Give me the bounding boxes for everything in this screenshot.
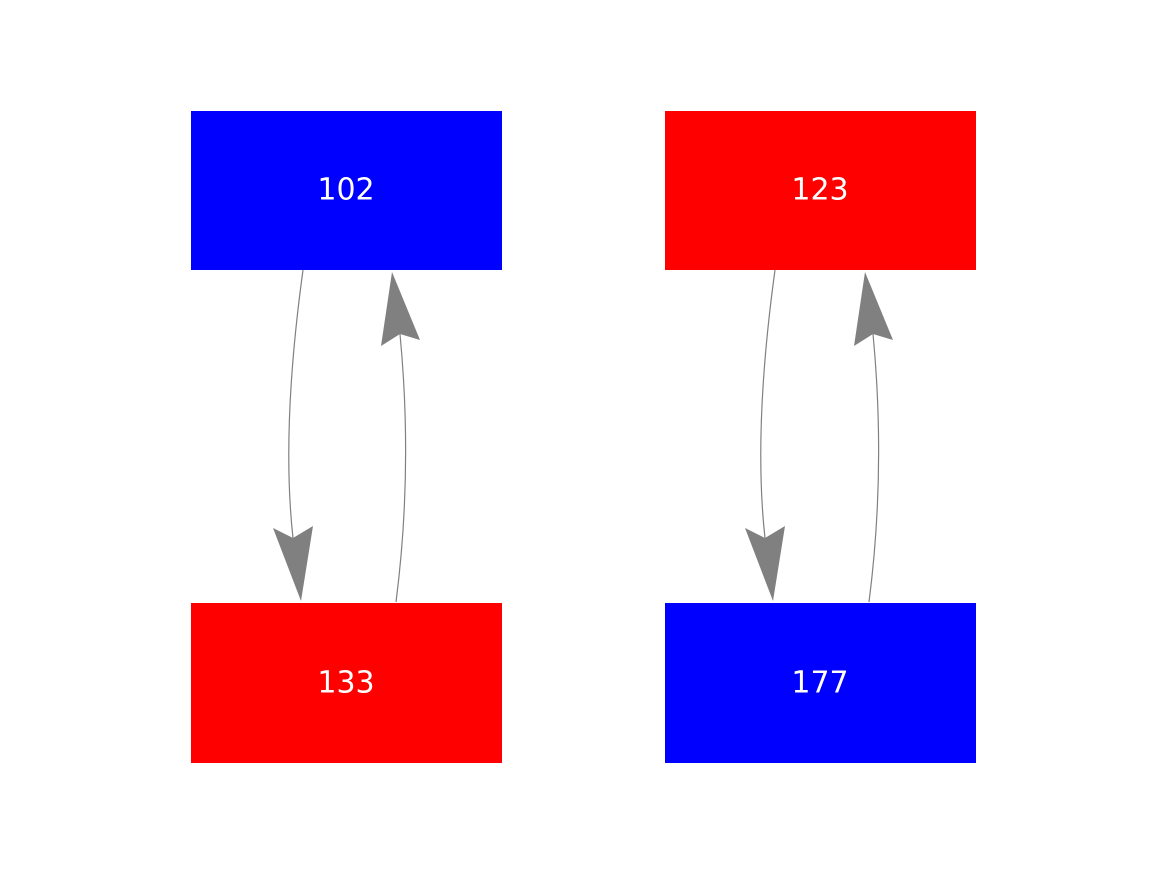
- edge-133-to-102-line: [395, 333, 407, 603]
- edge-123-to-177-arrowhead: [745, 526, 785, 601]
- node-123-label: 123: [791, 173, 848, 208]
- node-133-label: 133: [317, 666, 374, 701]
- node-133-box: [191, 603, 502, 763]
- node-123: 123: [665, 111, 976, 270]
- node-177: 177: [665, 603, 976, 763]
- edge-133-to-102: [381, 272, 420, 603]
- edge-102-to-133-arrowhead: [273, 526, 313, 601]
- node-177-label: 177: [791, 666, 848, 701]
- node-102: 102: [191, 111, 502, 270]
- edge-123-to-177-line: [760, 269, 776, 539]
- node-133: 133: [191, 603, 502, 763]
- edge-177-to-123-line: [868, 333, 880, 603]
- node-102-label: 102: [317, 173, 374, 208]
- node-123-box: [665, 111, 976, 270]
- node-177-box: [665, 603, 976, 763]
- edge-177-to-123-arrowhead: [854, 272, 893, 346]
- edge-177-to-123: [854, 272, 893, 603]
- node-102-box: [191, 111, 502, 270]
- edge-123-to-177: [745, 269, 785, 601]
- edge-133-to-102-arrowhead: [381, 272, 420, 346]
- edge-102-to-133-line: [288, 269, 304, 539]
- edge-102-to-133: [273, 269, 313, 601]
